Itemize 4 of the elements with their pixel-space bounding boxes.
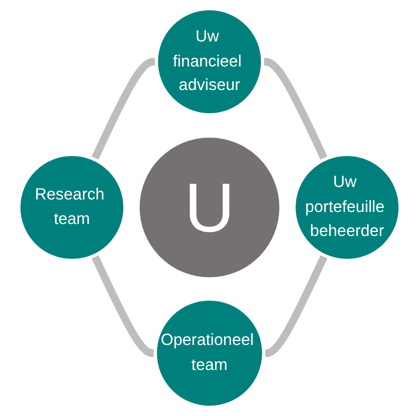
connector (262, 58, 328, 161)
connector (90, 58, 158, 161)
node-circle: Uw financieel adviseur (154, 7, 264, 116)
connector (262, 254, 328, 357)
